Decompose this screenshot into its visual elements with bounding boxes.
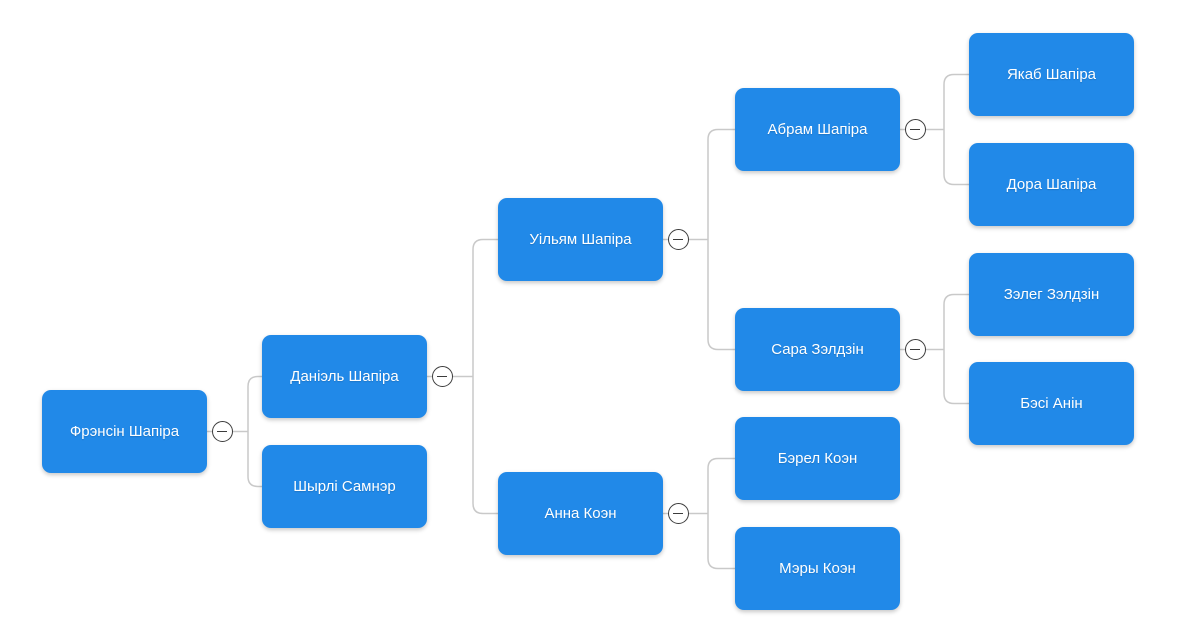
- connector: [707, 457, 735, 514]
- tree-node-label: Абрам Шапіра: [767, 120, 868, 138]
- tree-node-label: Зэлег Зэлдзін: [1003, 285, 1100, 303]
- tree-node-label: Даніэль Шапіра: [290, 367, 399, 385]
- minus-icon: [217, 430, 227, 433]
- minus-icon: [673, 512, 683, 515]
- collapse-toggle-sara-zeldzin[interactable]: [904, 339, 926, 360]
- tree-node-zeleg-zeldzin[interactable]: Зэлег Зэлдзін: [969, 253, 1134, 336]
- collapse-toggle-daniel-shapira[interactable]: [431, 366, 453, 387]
- tree-node-berel-koen[interactable]: Бэрел Коэн: [735, 417, 900, 500]
- tree-node-daniel-shapira[interactable]: Даніэль Шапіра: [262, 335, 427, 418]
- tree-node-label: Фрэнсін Шапіра: [69, 422, 180, 440]
- collapse-toggle-fransin-shapira[interactable]: [211, 421, 233, 442]
- tree-node-besi-anin[interactable]: Бэсі Анін: [969, 362, 1134, 445]
- connector: [943, 349, 969, 405]
- tree-node-sara-zeldzin[interactable]: Сара Зэлдзін: [735, 308, 900, 391]
- connector: [943, 293, 969, 350]
- tree-node-label: Уільям Шапіра: [529, 230, 632, 248]
- connector: [472, 238, 498, 377]
- connector: [943, 129, 969, 186]
- tree-node-uiliam-shapira[interactable]: Уільям Шапіра: [498, 198, 663, 281]
- tree-node-label: Мэры Коэн: [779, 559, 856, 577]
- tree-node-shyrli-samner[interactable]: Шырлі Самнэр: [262, 445, 427, 528]
- tree-node-label: Сара Зэлдзін: [771, 340, 864, 358]
- connector: [707, 128, 735, 240]
- connector: [707, 239, 735, 351]
- connector: [472, 376, 498, 515]
- minus-icon: [437, 375, 447, 378]
- collapse-toggle-uiliam-shapira[interactable]: [667, 229, 689, 250]
- tree-node-abram-shapira[interactable]: Абрам Шапіра: [735, 88, 900, 171]
- connector: [247, 375, 262, 432]
- tree-node-mary-koen[interactable]: Мэры Коэн: [735, 527, 900, 610]
- collapse-toggle-abram-shapira[interactable]: [904, 119, 926, 140]
- tree-node-label: Бэрел Коэн: [777, 449, 858, 467]
- connector: [943, 73, 969, 130]
- collapse-toggle-anna-koen[interactable]: [667, 503, 689, 524]
- tree-node-anna-koen[interactable]: Анна Коэн: [498, 472, 663, 555]
- tree-node-yakab-shapira[interactable]: Якаб Шапіра: [969, 33, 1134, 116]
- connector: [247, 431, 262, 488]
- tree-node-fransin-shapira[interactable]: Фрэнсін Шапіра: [42, 390, 207, 473]
- minus-icon: [910, 128, 920, 131]
- minus-icon: [910, 348, 920, 351]
- tree-node-label: Бэсі Анін: [1020, 394, 1083, 412]
- tree-node-label: Анна Коэн: [544, 504, 617, 522]
- connector: [707, 513, 735, 570]
- tree-node-label: Шырлі Самнэр: [293, 477, 396, 495]
- tree-node-dora-shapira[interactable]: Дора Шапіра: [969, 143, 1134, 226]
- tree-node-label: Дора Шапіра: [1006, 175, 1097, 193]
- minus-icon: [673, 238, 683, 241]
- tree-node-label: Якаб Шапіра: [1006, 65, 1097, 83]
